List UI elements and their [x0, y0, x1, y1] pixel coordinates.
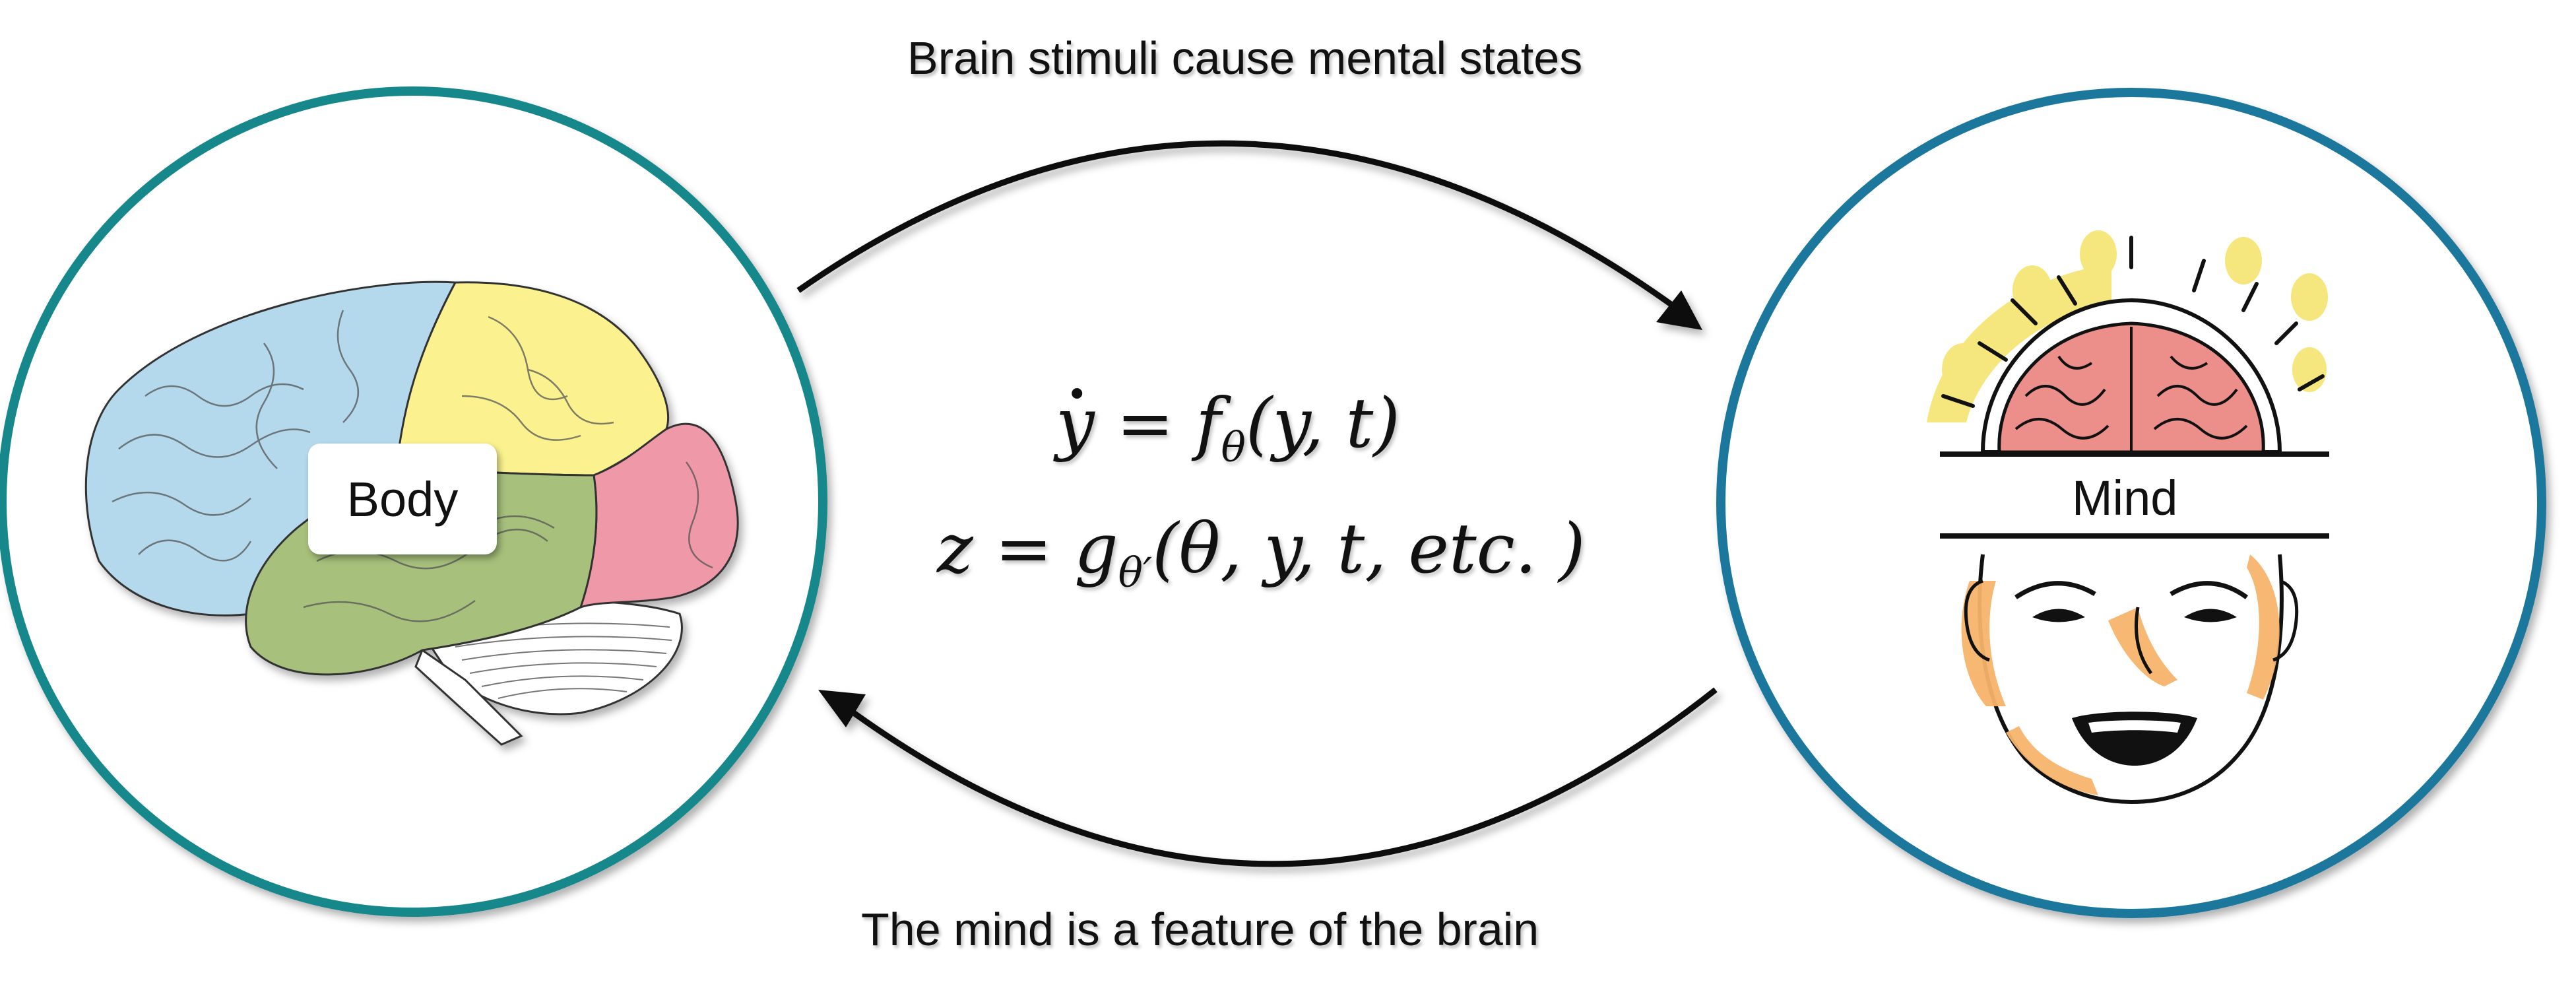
brainstem — [414, 648, 523, 746]
mind-head-illustration — [1927, 230, 2329, 805]
equation-ode: y = fθ(y, t) — [1056, 383, 1400, 471]
eq1-lhs: y — [1056, 383, 1095, 463]
equation-readout: z = gθ′(θ, y, t, etc. ) — [937, 508, 1586, 597]
eq2-subscript: θ′ — [1118, 548, 1153, 597]
eq2-lhs: z — [937, 508, 973, 589]
eq2-func: g — [1074, 508, 1118, 589]
body-label: Body — [346, 471, 459, 527]
eq1-args: (y, t) — [1245, 383, 1400, 463]
eq2-args: (θ, y, t, etc. ) — [1152, 508, 1586, 589]
eq1-subscript: θ — [1221, 422, 1246, 471]
mind-ring — [1716, 88, 2546, 918]
body-label-box: Body — [308, 444, 497, 554]
eq1-func: f — [1196, 383, 1221, 463]
mind-label: Mind — [2072, 471, 2178, 525]
arrow-body-to-mind — [796, 140, 1702, 330]
bottom-arrow-caption: The mind is a feature of the brain — [861, 904, 1539, 955]
arrow-mind-to-body — [818, 687, 1718, 867]
top-arrow-caption: Brain stimuli cause mental states — [907, 32, 1583, 84]
